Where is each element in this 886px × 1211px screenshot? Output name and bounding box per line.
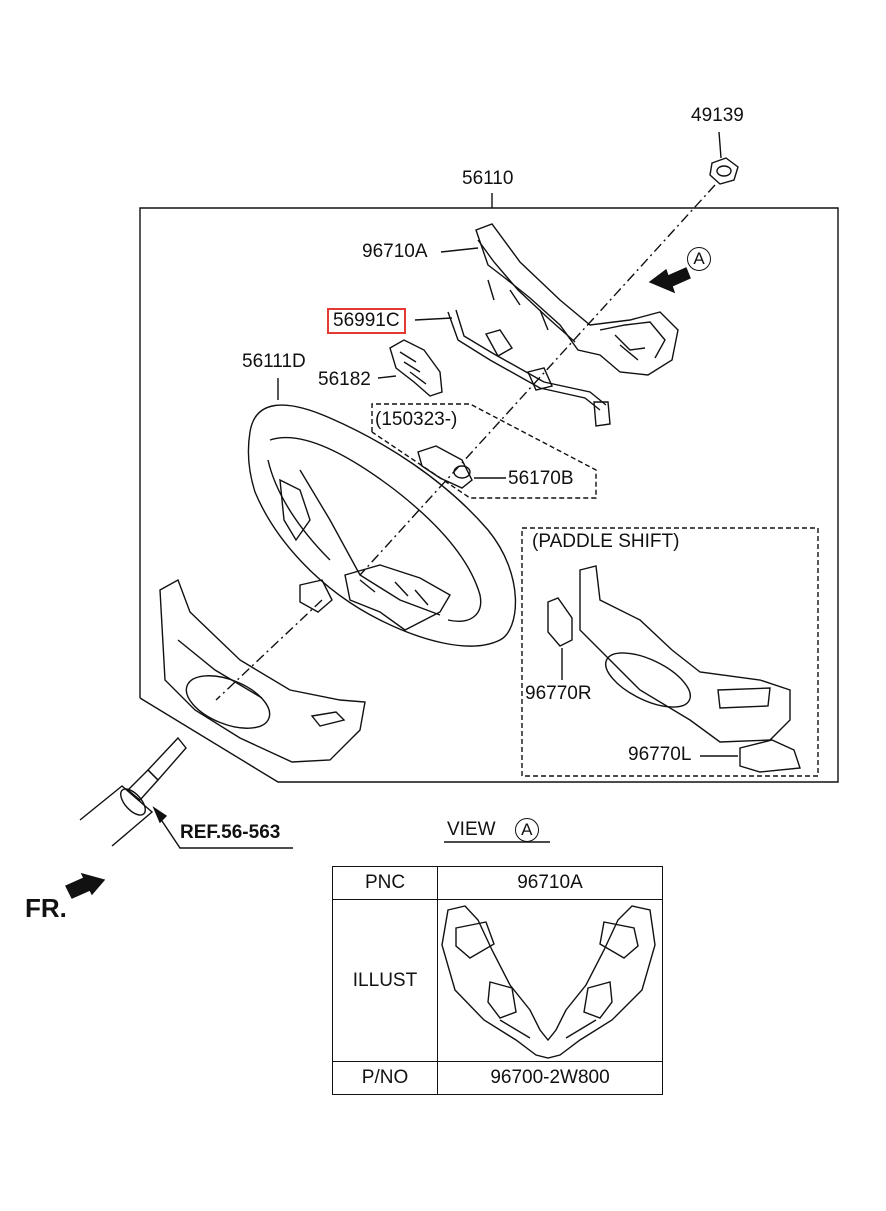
- label-56170B: 56170B: [508, 468, 574, 489]
- connector-icon: [417, 445, 473, 489]
- view-arrow-icon: [648, 267, 691, 294]
- fr-arrow-icon: [65, 872, 106, 899]
- label-56111D: 56111D: [242, 351, 306, 372]
- lower-cover-icon: [159, 578, 366, 763]
- table-value-cell: 96700-2W800: [437, 1061, 663, 1095]
- part-number-table: PNC 96710A ILLUST P/NO 96700-2W800: [332, 866, 663, 1095]
- view-label: VIEW A: [447, 818, 539, 842]
- label-56991C[interactable]: 56991C: [327, 308, 406, 334]
- ref-label: REF.56-563: [180, 822, 281, 843]
- paddle-cover-icon: [579, 565, 791, 743]
- label-150323: (150323-): [375, 409, 458, 430]
- arrow-letter-circle: A: [687, 247, 711, 271]
- label-49139: 49139: [691, 105, 744, 126]
- paddle-right-icon: [547, 597, 573, 647]
- wiring-harness-icon: [447, 309, 611, 427]
- assembly-frame: [139, 207, 839, 783]
- nut-icon: [709, 157, 739, 185]
- view-letter-circle: A: [514, 818, 539, 842]
- label-56182: 56182: [318, 369, 371, 390]
- label-56110: 56110: [462, 168, 514, 189]
- steering-column-icon: [79, 736, 187, 847]
- fr-label: FR.: [25, 893, 67, 923]
- label-96710A: 96710A: [362, 241, 428, 262]
- label-96770L: 96770L: [628, 744, 692, 765]
- paddle-left-icon: [739, 739, 801, 773]
- label-paddle-shift: (PADDLE SHIFT): [532, 531, 680, 552]
- table-row: P/NO 96700-2W800: [332, 1061, 663, 1095]
- steering-wheel-icon: [247, 404, 517, 647]
- table-value-cell: 96710A: [437, 866, 663, 900]
- table-row: ILLUST: [332, 899, 663, 1062]
- table-row: PNC 96710A: [332, 866, 663, 900]
- table-key-cell: ILLUST: [332, 899, 438, 1062]
- clip-icon: [389, 339, 443, 397]
- label-96770R: 96770R: [525, 683, 592, 704]
- arrow-label-a: A: [687, 247, 711, 271]
- table-key-cell: P/NO: [332, 1061, 438, 1095]
- table-key-cell: PNC: [332, 866, 438, 900]
- view-text: VIEW: [447, 819, 496, 841]
- remote-switch-bracket-icon: [475, 223, 679, 376]
- table-illust-cell: [437, 899, 663, 1062]
